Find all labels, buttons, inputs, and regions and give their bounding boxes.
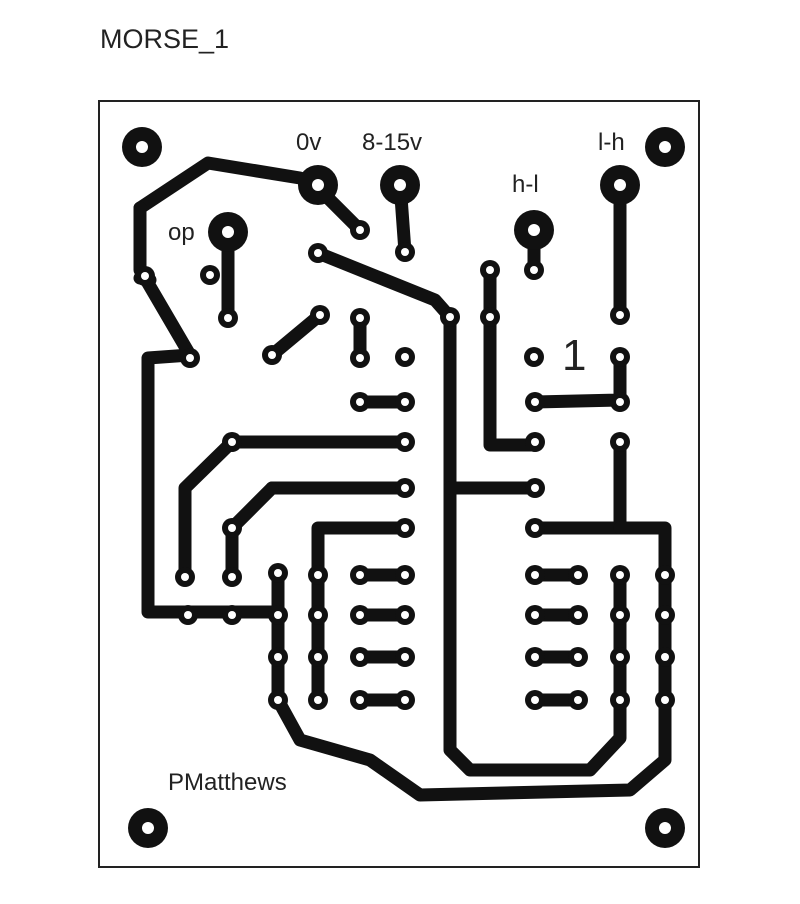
component-pad [395, 432, 415, 452]
component-pad [440, 307, 460, 327]
terminal-pad [380, 165, 420, 205]
component-pad [610, 392, 630, 412]
mounting-hole [645, 127, 685, 167]
component-pad [525, 605, 545, 625]
label-supply: 8-15v [362, 129, 422, 156]
component-pad [610, 690, 630, 710]
component-pad [568, 690, 588, 710]
component-pad [350, 348, 370, 368]
component-pad [262, 345, 282, 365]
component-pad [655, 605, 675, 625]
terminal-pad [208, 212, 248, 252]
component-pad [395, 347, 415, 367]
label-0v: 0v [296, 129, 321, 156]
component-pad [308, 605, 328, 625]
component-pad [308, 690, 328, 710]
component-pad [610, 565, 630, 585]
component-pad [218, 308, 238, 328]
component-pad [610, 305, 630, 325]
component-pad [308, 565, 328, 585]
label-l-h: l-h [598, 129, 625, 156]
component-pad [610, 605, 630, 625]
component-pad [350, 308, 370, 328]
solder-pads [122, 127, 685, 848]
component-pad [222, 432, 242, 452]
component-pad [610, 432, 630, 452]
component-pad [525, 478, 545, 498]
mounting-hole [645, 808, 685, 848]
component-pad [395, 605, 415, 625]
component-pad [222, 518, 242, 538]
component-pad [178, 605, 198, 625]
mounting-hole [128, 808, 168, 848]
component-pad [395, 478, 415, 498]
component-pad [655, 647, 675, 667]
component-pad [395, 242, 415, 262]
component-pad [568, 647, 588, 667]
component-pad [568, 605, 588, 625]
component-pad [610, 347, 630, 367]
board-title: MORSE_1 [100, 24, 229, 54]
component-pad [135, 266, 155, 286]
component-pad [524, 347, 544, 367]
component-pad [395, 690, 415, 710]
component-pad [268, 563, 288, 583]
component-pad [480, 307, 500, 327]
terminal-pad [600, 165, 640, 205]
board-outline [98, 100, 700, 868]
component-pad [525, 690, 545, 710]
label-op: op [168, 219, 195, 246]
label-author: PMatthews [168, 769, 287, 796]
component-pad [395, 565, 415, 585]
label-pin-one: 1 [562, 331, 586, 380]
component-pad [525, 518, 545, 538]
component-pad [350, 605, 370, 625]
component-pad [525, 565, 545, 585]
component-pad [268, 647, 288, 667]
component-pad [175, 567, 195, 587]
component-pad [308, 647, 328, 667]
component-pad [350, 690, 370, 710]
component-pad [350, 220, 370, 240]
component-pad [200, 265, 220, 285]
component-pad [525, 647, 545, 667]
component-pad [222, 567, 242, 587]
component-pad [395, 392, 415, 412]
component-pad [524, 260, 544, 280]
label-h-l: h-l [512, 171, 539, 198]
component-pad [655, 690, 675, 710]
component-pad [222, 605, 242, 625]
component-pad [268, 690, 288, 710]
component-pad [568, 565, 588, 585]
component-pad [655, 565, 675, 585]
component-pad [308, 243, 328, 263]
mounting-hole [122, 127, 162, 167]
component-pad [310, 305, 330, 325]
component-pad [525, 432, 545, 452]
component-pad [350, 392, 370, 412]
terminal-pad [514, 210, 554, 250]
component-pad [350, 647, 370, 667]
terminal-pad [298, 165, 338, 205]
component-pad [395, 647, 415, 667]
component-pad [610, 647, 630, 667]
component-pad [268, 605, 288, 625]
component-pad [525, 392, 545, 412]
component-pad [395, 518, 415, 538]
component-pad [480, 260, 500, 280]
component-pad [180, 348, 200, 368]
component-pad [350, 565, 370, 585]
